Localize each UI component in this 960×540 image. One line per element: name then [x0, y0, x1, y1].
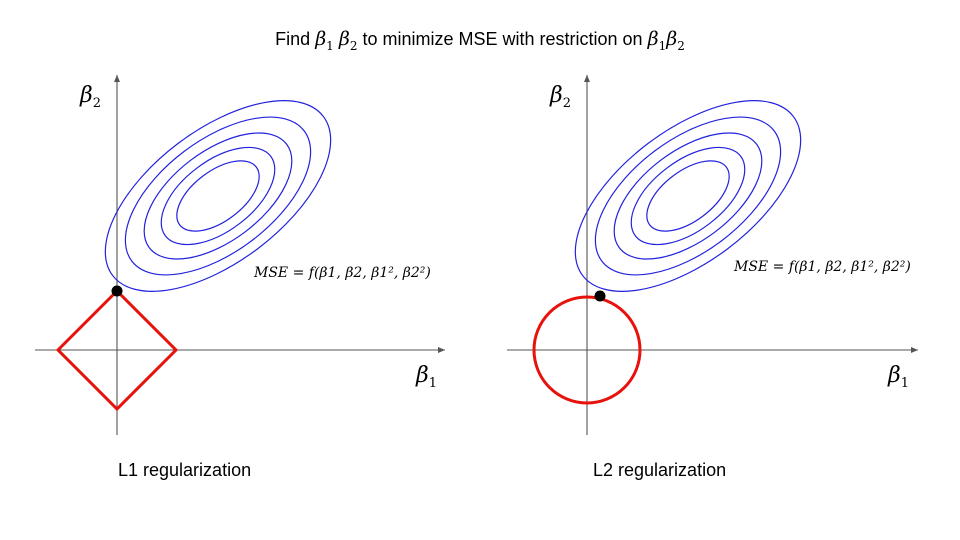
x-axis-label: β1 [887, 363, 909, 391]
solution-point [594, 290, 606, 302]
page-title: Find β1 β2 to minimize MSE with restrict… [0, 28, 960, 53]
contour-4 [160, 146, 276, 246]
contour-1 [104, 100, 332, 292]
contour-4 [630, 146, 746, 246]
mse-label: MSE = f(β1, β2, β1², β2²) [733, 259, 911, 275]
panel-l1: β2 β1 MSE = f(β1, β2, β1², β2²) [35, 75, 445, 435]
l1-constraint-diamond [55, 288, 179, 412]
contour-2 [124, 116, 312, 276]
contour-3 [613, 132, 763, 260]
x-axis-label: β1 [415, 363, 437, 391]
title-prefix: Find [275, 29, 311, 49]
mse-label: MSE = f(β1, β2, β1², β2²) [253, 265, 431, 281]
y-axis-label: β2 [79, 83, 101, 111]
title-beta2b: β2 [666, 28, 685, 53]
y-axis-label: β2 [549, 83, 571, 111]
title-beta1b: β1 [647, 28, 667, 53]
panel-l2: β2 β1 MSE = f(β1, β2, β1², β2²) [507, 75, 918, 435]
contour-2 [594, 116, 782, 276]
contour-3 [143, 132, 293, 260]
mse-contours [574, 100, 802, 292]
contour-5 [176, 160, 260, 232]
title-middle: to minimize MSE with restriction on [362, 29, 643, 49]
title-beta2: β2 [338, 28, 358, 53]
mse-contours [104, 100, 332, 292]
contour-1 [574, 100, 802, 292]
caption-l1: L1 regularization [118, 460, 252, 480]
title-beta1: β1 [315, 28, 334, 53]
contour-5 [646, 160, 730, 232]
solution-point [111, 285, 123, 297]
l2-constraint-circle [532, 295, 642, 405]
caption-l2: L2 regularization [593, 460, 727, 480]
